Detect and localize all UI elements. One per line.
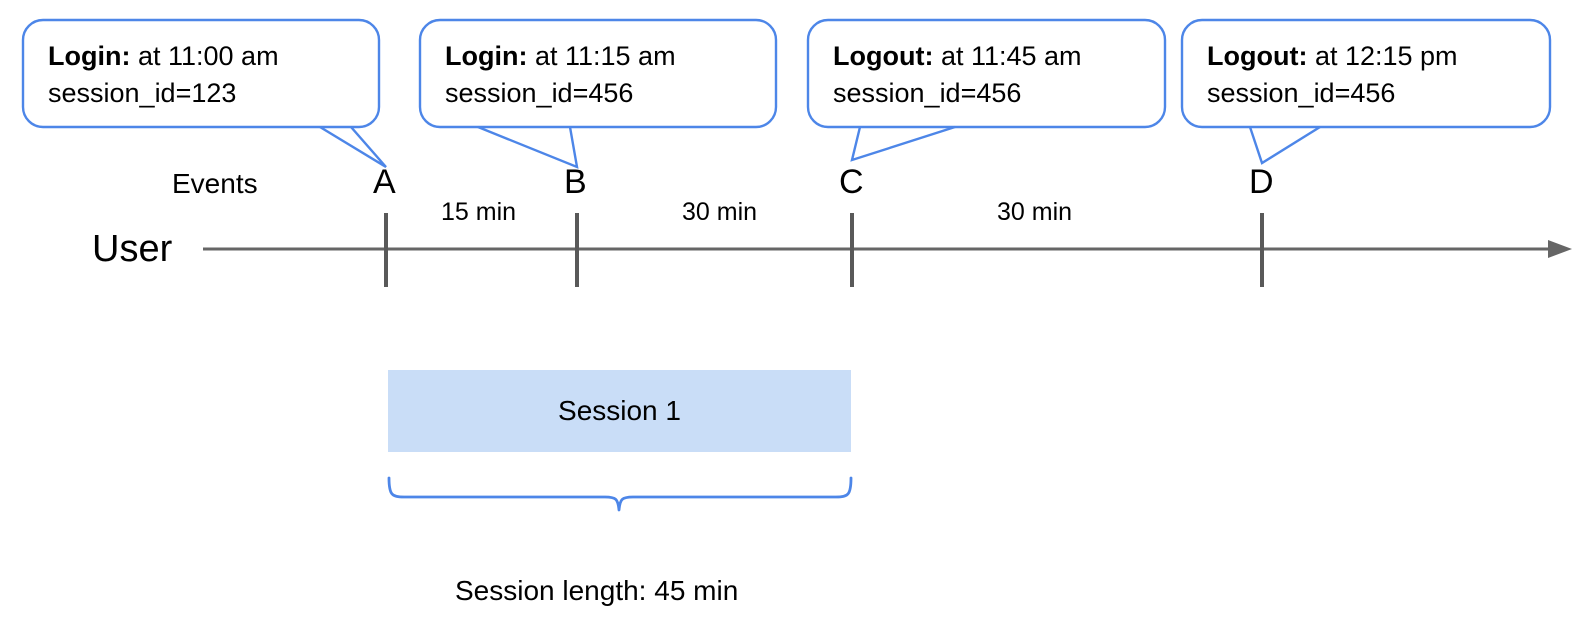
callout-box-3 <box>806 18 1167 129</box>
tick-label-a: A <box>373 163 396 201</box>
tick-label-b: B <box>564 163 587 201</box>
callout-2-session: session_id=456 <box>445 78 634 108</box>
callout-4-session: session_id=456 <box>1207 78 1396 108</box>
callout-2-event: Login: <box>445 41 528 71</box>
callout-1-event: Login: <box>48 41 131 71</box>
callout-tail-2 <box>477 125 579 169</box>
callout-4-detail: at 12:15 pm <box>1307 41 1458 71</box>
callout-1-session: session_id=123 <box>48 78 237 108</box>
interval-label-bc: 30 min <box>682 198 758 226</box>
callout-2-detail: at 11:15 am <box>527 41 676 71</box>
callout-3-text: Logout: at 11:45 am session_id=456 <box>833 38 1082 112</box>
tick-label-d: D <box>1249 163 1274 201</box>
session-bar-label: Session 1 <box>558 395 681 426</box>
interval-label-cd: 30 min <box>997 198 1073 226</box>
callout-3-session: session_id=456 <box>833 78 1022 108</box>
tick-label-c: C <box>839 163 864 201</box>
lane-label-user: User <box>92 228 173 270</box>
callout-2-text: Login: at 11:15 am session_id=456 <box>445 38 676 112</box>
callout-3-event: Logout: <box>833 41 934 71</box>
callout-3-detail: at 11:45 am <box>933 41 1082 71</box>
session-bar: Session 1 <box>388 370 851 452</box>
callout-tail-4 <box>1248 125 1321 165</box>
callout-4-text: Logout: at 12:15 pm session_id=456 <box>1207 38 1458 112</box>
session-brace <box>387 476 853 512</box>
callout-box-1 <box>21 18 381 129</box>
timeline-arrowhead <box>1548 240 1572 258</box>
session-length-label: Session length: 45 min <box>455 575 739 606</box>
callout-box-2 <box>418 18 778 129</box>
callout-1-text: Login: at 11:00 am session_id=123 <box>48 38 279 112</box>
callout-tail-3 <box>850 125 956 162</box>
callout-4-event: Logout: <box>1207 41 1308 71</box>
interval-label-ab: 15 min <box>441 198 517 226</box>
lane-label-events: Events <box>172 168 258 199</box>
callout-1-detail: at 11:00 am <box>130 41 279 71</box>
callout-box-4 <box>1180 18 1552 129</box>
callout-tail-1 <box>319 125 387 169</box>
